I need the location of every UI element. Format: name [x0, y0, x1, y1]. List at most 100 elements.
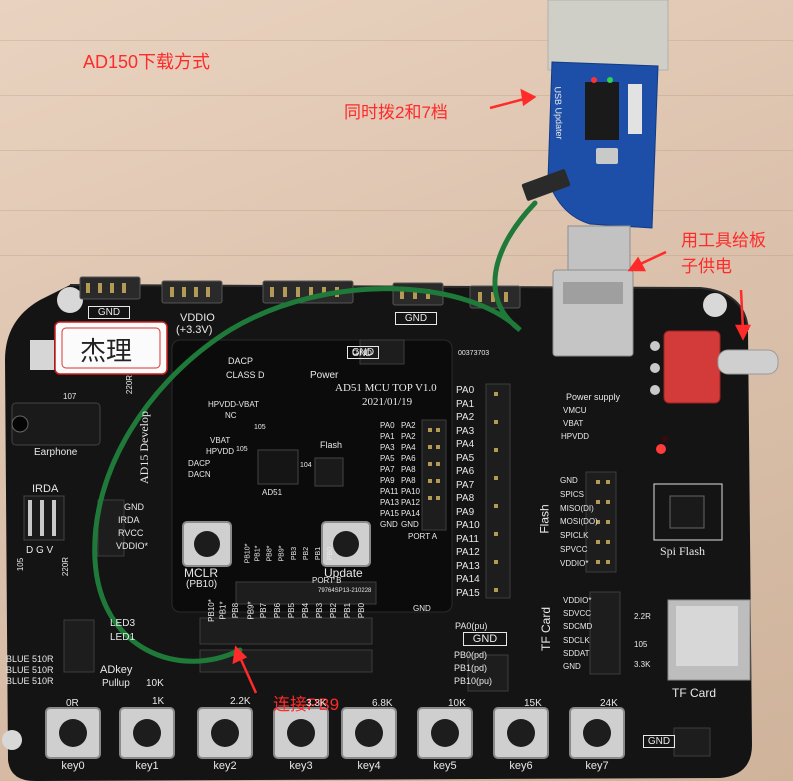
tf-pin: SDCLK — [563, 635, 590, 645]
label-gnd-mid: GND — [395, 312, 437, 325]
tf-pin: SDVCC — [563, 609, 592, 619]
label-hpvdd: HPVDD — [561, 432, 590, 441]
label-blue3: BLUE 510R — [6, 676, 54, 686]
module-pin: PA5 — [380, 454, 395, 463]
label-vmcu: VMCU — [563, 406, 587, 415]
power-annotation-line1: 用工具给板 — [681, 231, 766, 250]
right-header-labels: PA0 PA1 PA2 PA3 PA4 PA5 PA6 PA7 PA8 PA9 … — [456, 384, 480, 600]
label-irda: IRDA — [118, 515, 140, 525]
tf-pin: VDDIO* — [563, 596, 592, 605]
module-pin: PA10 — [401, 487, 420, 496]
flash-pin-labels: GND SPICS MISO(DI) MOSI(DO) SPICLK SPVCC… — [560, 474, 598, 571]
bottom-pin: PB6 — [273, 602, 283, 619]
module-pin: PA1 — [380, 432, 395, 441]
label-r105: 105 — [16, 557, 26, 572]
header-pin: PA12 — [456, 547, 480, 558]
header-pin: PA0 — [456, 385, 475, 396]
bottom-pin: PB8 — [231, 602, 241, 619]
module-pin: GND — [380, 520, 398, 529]
module-dacn: DACN — [188, 470, 211, 479]
module-pin: PA2 — [401, 432, 416, 441]
label-power-supply: Power supply — [566, 392, 621, 402]
power-switch — [663, 330, 721, 404]
flash-pin: SPICLK — [560, 531, 589, 541]
module-pin: PA14 — [401, 509, 420, 518]
flash-title: Flash — [537, 504, 552, 534]
key0-resistor: 0R — [66, 698, 79, 709]
tf-r1: 2.2R — [634, 612, 651, 621]
bottom-pin: PB0 — [357, 602, 367, 619]
module-pins-left: PA0 PA1 PA3 PA5 PA7 PA9 PA11 PA13 PA15 G… — [380, 420, 400, 530]
label-vddio-r: VDDIO* — [116, 541, 149, 551]
portb-pin: PB1 — [315, 546, 323, 561]
tf-pin: SDDAT — [563, 648, 590, 658]
header-pin: PA8 — [456, 493, 475, 504]
header-pin: PA7 — [456, 479, 475, 491]
label-blue1: BLUE 510R — [6, 654, 54, 664]
header-pin: PA1 — [456, 398, 475, 410]
label-adkey: ADkey — [100, 664, 133, 676]
bottom-pin: PB5 — [287, 602, 297, 619]
bottom-pin: PB7 — [259, 602, 269, 619]
bottom-pin: PB9* — [246, 601, 256, 620]
label-gnd-irda: GND — [124, 502, 144, 512]
tf-card-label: TF Card — [672, 686, 717, 700]
label-dgv: D G V — [26, 545, 54, 556]
mcu-module — [171, 339, 453, 613]
module-update: Update — [324, 566, 363, 580]
module-hpvdd-vbat: HPVDD-VBAT — [208, 400, 259, 409]
usb-dongle-tape — [547, 0, 669, 71]
label-pullup-val: 10K — [146, 678, 164, 689]
label-earphone: Earphone — [34, 447, 78, 458]
module-serial: 79764SP13-210228 — [318, 588, 372, 594]
portb-pin: PB9* — [278, 545, 286, 562]
module-pin: PA6 — [401, 454, 416, 463]
header-pin: PA15 — [456, 587, 480, 599]
label-power: Power — [310, 370, 339, 381]
title-annotation: AD150下载方式 — [83, 52, 211, 72]
flash-pin: SPVCC — [560, 544, 588, 554]
module-mclr: MCLR — [184, 566, 219, 580]
bottom-pin: PB3 — [315, 602, 325, 619]
key-buttons — [45, 707, 625, 759]
label-vddio-volt: (+3.3V) — [176, 324, 213, 336]
label-led1: LED1 — [110, 632, 136, 643]
module-pin: PA11 — [380, 487, 399, 496]
module-pin: PA9 — [380, 476, 395, 485]
label-gnd-top: GND — [88, 306, 130, 319]
flash-chip — [314, 457, 344, 487]
jumper-wire — [92, 200, 538, 664]
portb-pin: PB10* — [244, 543, 252, 564]
label-gnd-bottom: GND — [463, 632, 507, 646]
module-pb10: (PB10) — [186, 579, 218, 590]
module-pin: PA15 — [380, 509, 399, 518]
bottom-pin: PB1* — [218, 601, 228, 620]
key4-resistor: 6.8K — [372, 698, 393, 709]
flash-pin: MOSI(DO) — [560, 517, 598, 527]
header-pin: PA4 — [456, 439, 475, 450]
key5-label: key5 — [433, 760, 457, 772]
update-button-cap — [333, 531, 359, 557]
module-pin: PA2 — [401, 421, 416, 430]
label-gnd-corner: GND — [643, 735, 675, 748]
module-title: AD51 MCU TOP V1.0 — [335, 382, 437, 394]
module-pin: PA13 — [380, 498, 399, 507]
mcu-chip — [257, 449, 299, 485]
module-pin: PA0 — [380, 421, 395, 430]
flash-pin: VDDIO* — [560, 558, 589, 568]
key6-resistor: 15K — [524, 698, 542, 709]
module-chip: AD51 — [262, 488, 283, 497]
spi-flash-label: Spi Flash — [660, 544, 706, 558]
label-pb10pu: PB10(pu) — [454, 676, 493, 686]
module-port-a: PORT A — [408, 532, 438, 541]
mclr-button-cap — [194, 531, 220, 557]
module-r105a: 105 — [254, 424, 266, 431]
header-pin: PA10 — [456, 520, 480, 531]
key3-label: key3 — [289, 760, 313, 772]
label-pb0pd: PB0(pd) — [454, 650, 488, 660]
key4-label: key4 — [357, 760, 381, 772]
key2-label: key2 — [213, 760, 237, 772]
module-pin: PA7 — [380, 465, 395, 474]
label-vddio: VDDIO — [180, 312, 215, 324]
label-develop: AD15 Develop — [136, 411, 151, 484]
